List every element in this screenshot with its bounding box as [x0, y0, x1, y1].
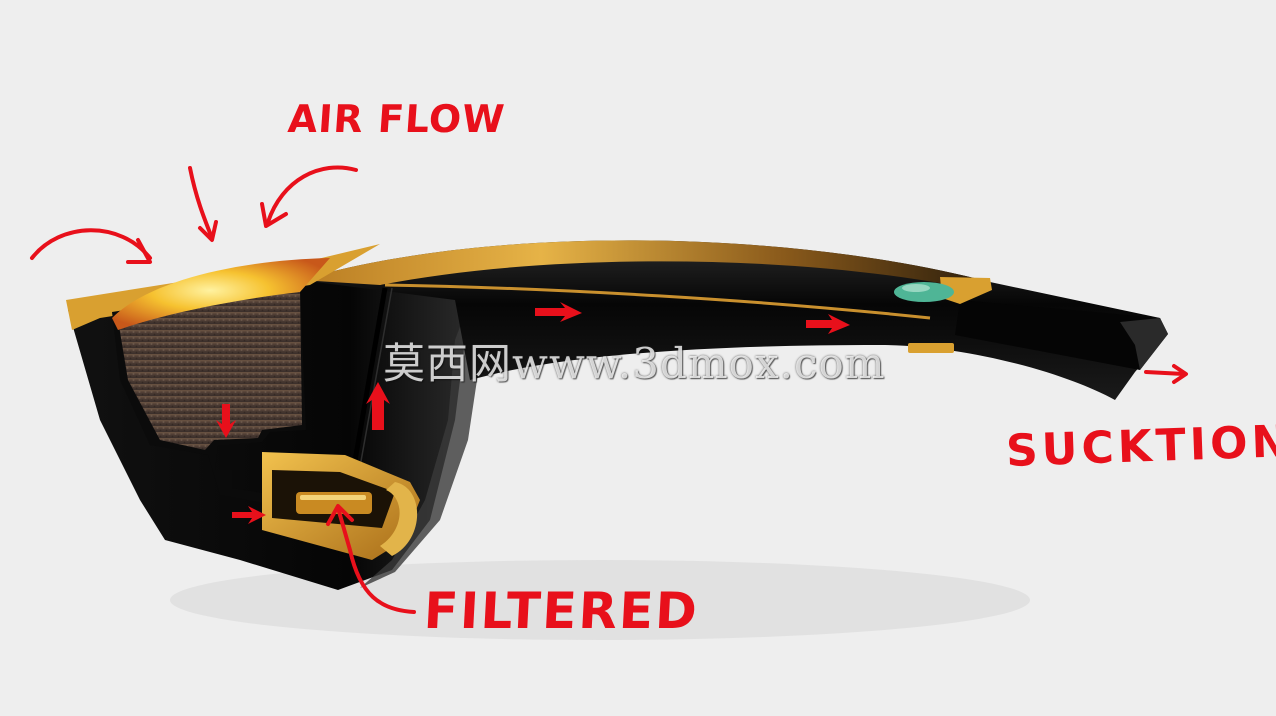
mouthpiece [955, 300, 1168, 370]
filter-cap [380, 482, 418, 556]
airflow-arrow-icon [30, 228, 152, 260]
airflow-label: AIR FLOW [286, 97, 507, 141]
filter-cartridge-shine [300, 495, 366, 500]
stem-gold-top [300, 240, 990, 292]
pointer-arrow-icon [336, 506, 416, 614]
internal-airway [349, 287, 388, 479]
internal-airway-edge [357, 287, 393, 479]
gold-collar [940, 277, 992, 304]
airflow-arrow-icon [126, 238, 152, 264]
gold-clip [908, 343, 954, 353]
burning-ember [112, 258, 330, 330]
airflow-arrow-icon [266, 165, 358, 224]
floor-shadow [170, 560, 1030, 640]
flow-arrow-icon [535, 302, 582, 322]
flow-arrow-icon [806, 314, 850, 334]
flow-arrow-icon [232, 506, 266, 524]
suction-label: SUCKTION [1005, 416, 1276, 477]
flow-arrow-icon [366, 382, 390, 430]
flow-arrow-icon [1144, 370, 1186, 376]
filtered-label: FILTERED [422, 582, 701, 640]
airflow-arrow-icon [188, 166, 214, 240]
tobacco-fill [118, 290, 302, 450]
airflow-arrow-icon [260, 202, 288, 228]
flow-arrow-icon [216, 404, 236, 438]
flow-arrow-icon [1172, 364, 1188, 384]
mouthpiece-edge [1120, 318, 1168, 370]
pointer-arrow-icon [326, 504, 354, 526]
watermark: 莫西网www.3dmox.com [383, 339, 886, 388]
airflow-arrow-icon [198, 220, 218, 242]
stem-gold-channel [384, 283, 931, 320]
green-gem-highlight [902, 284, 930, 292]
